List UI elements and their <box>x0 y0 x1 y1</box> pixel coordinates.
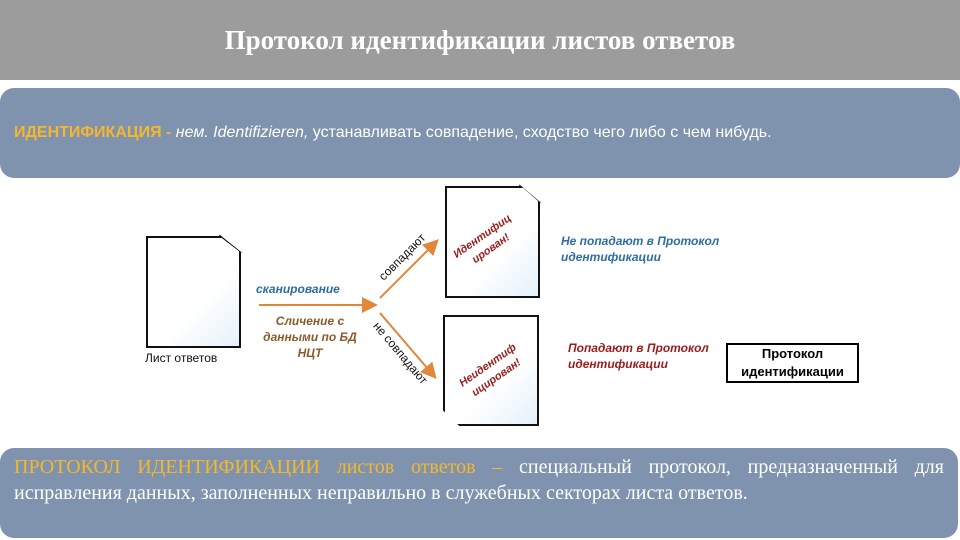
match-arrow <box>379 239 439 299</box>
unidentified-doc <box>443 315 539 426</box>
protocol-text: специальный протокол, предназначенный дл… <box>14 456 944 504</box>
page-title: Протокол идентификации листов ответов <box>224 24 736 55</box>
no-match-arrow <box>379 312 437 380</box>
definition-term: ИДЕНТИФИКАЦИЯ - <box>14 124 172 141</box>
scanning-label: сканирование <box>256 282 340 296</box>
definition-origin: нем. Identifizieren, <box>175 124 309 141</box>
identified-doc <box>445 186 540 298</box>
definition-panel: ИДЕНТИФИКАЦИЯ - нем. Identifizieren, уст… <box>0 88 960 178</box>
answer-sheet-doc <box>146 236 241 348</box>
matching-label: Сличение с данными по БД НЦТ <box>263 314 357 360</box>
protocol-term: ПРОТОКОЛ ИДЕНТИФИКАЦИИ <box>14 456 320 478</box>
protocol-box: Протокол идентификации <box>726 343 859 383</box>
definition-text: устанавливать совпадение, сходство чего … <box>312 124 772 141</box>
answer-sheet-label: Лист ответов <box>145 351 218 365</box>
title-bar: Протокол идентификации листов ответов <box>0 0 960 80</box>
not-included-note: Не попадают в Протокол идентификации <box>561 234 720 264</box>
protocol-term-2: листов ответов – <box>336 456 503 478</box>
included-note: Попадают в Протокол идентификации <box>568 341 709 371</box>
protocol-definition-panel: ПРОТОКОЛ ИДЕНТИФИКАЦИИ листов ответов – … <box>0 448 958 538</box>
